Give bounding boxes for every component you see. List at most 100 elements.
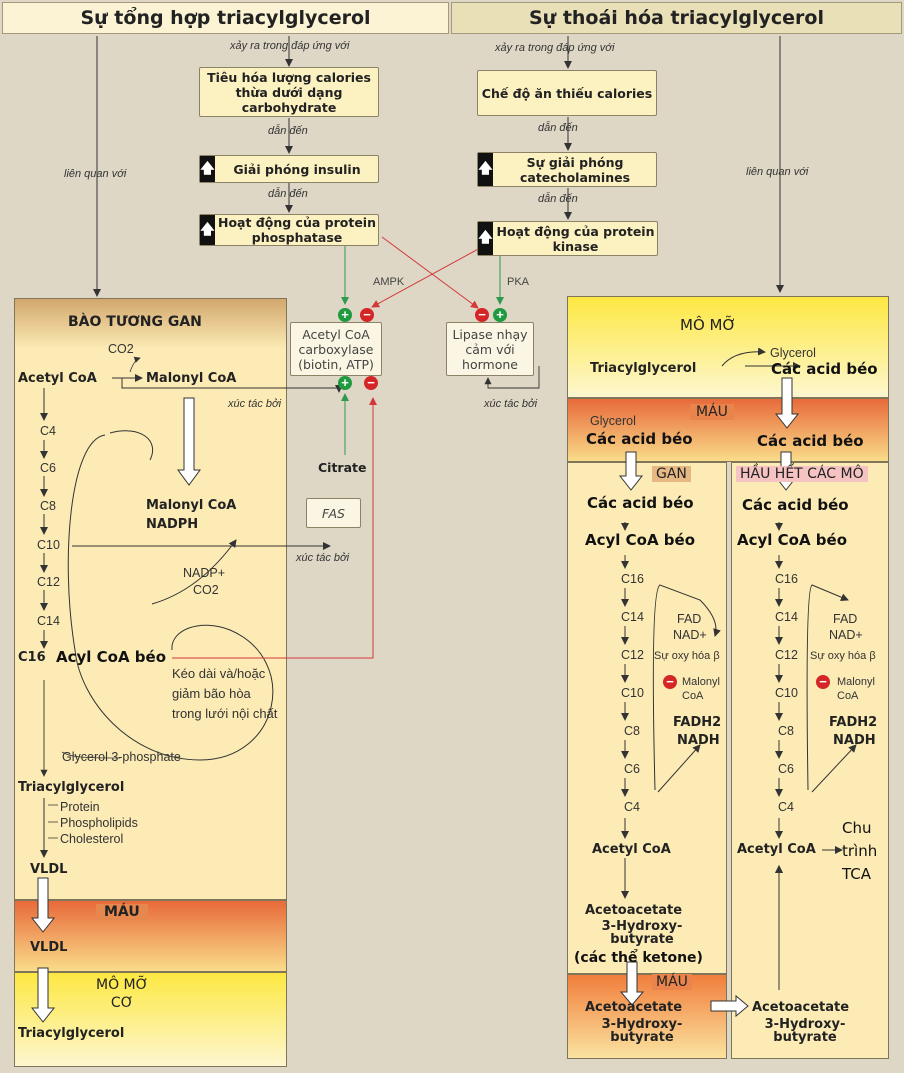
inhibition-icon: − <box>663 675 677 689</box>
tissue-triacylglycerol-label: Triacylglycerol <box>18 1026 125 1041</box>
adipose-title: MÔ MỠ <box>680 316 737 334</box>
degradation-header: Sự thoái hóa triacylglycerol <box>451 2 902 34</box>
nadph-label: NADPH <box>146 517 199 532</box>
left-tissue-title: MÔ MỠ CƠ <box>96 977 149 1011</box>
chain-c10: C10 <box>37 538 60 552</box>
leads-label-3: dẫn đến <box>538 122 578 134</box>
lb-nad: NAD+ <box>673 628 707 642</box>
leads-label-2: dẫn đến <box>268 188 308 200</box>
up-arrow-icon: 🡅 <box>478 222 493 255</box>
c16-label: C16 <box>18 650 46 665</box>
pka-label: PKA <box>507 276 530 288</box>
malonyl-coa-label: Malonyl CoA <box>146 371 237 386</box>
occurs-label-left: xảy ra trong đáp ứng với <box>230 40 350 52</box>
t-c16: C16 <box>775 572 798 586</box>
adipose-triacylglycerol-label: Triacylglycerol <box>590 361 697 376</box>
catalyzed-label-lipase: xúc tác bởi <box>484 398 538 410</box>
lb-c6: C6 <box>624 762 640 776</box>
t-nad: NAD+ <box>829 628 863 642</box>
t-c12: C12 <box>775 648 798 662</box>
t-c14: C14 <box>775 610 798 624</box>
insulin-release-label: Giải phóng insulin <box>233 161 361 177</box>
lb-c8: C8 <box>624 724 640 738</box>
adipose-glycerol-label: Glycerol <box>770 346 816 360</box>
bottom-blood-panel <box>567 974 727 1059</box>
t-hydroxybutyrate: 3-Hydroxy-butyrate <box>764 1017 846 1045</box>
tca-cycle-label: Chu trình TCA <box>842 819 878 883</box>
up-arrow-icon: 🡅 <box>478 153 493 186</box>
liver-beta-fatty-acids: Các acid béo <box>587 494 694 512</box>
catalyzed-label-fas: xúc tác bởi <box>296 552 350 564</box>
adipose-panel <box>567 296 889 398</box>
calorie-deficit-box: Chế độ ăn thiếu calories <box>477 70 657 116</box>
lb-c4: C4 <box>624 800 640 814</box>
bb-hydroxybutyrate: 3-Hydroxy-butyrate <box>601 1017 683 1045</box>
fas-box: FAS <box>306 498 361 528</box>
kinase-label: Hoạt động của protein kinase <box>496 223 655 254</box>
lb-fad: FAD <box>677 612 702 626</box>
occurs-label-right: xảy ra trong đáp ứng với <box>495 42 615 54</box>
t-c8: C8 <box>778 724 794 738</box>
right-blood-title: MÁU <box>690 404 734 420</box>
lb-fadh2: FADH2 <box>673 715 722 730</box>
tissues-fatty-acids: Các acid béo <box>742 496 849 514</box>
lb-c16: C16 <box>621 572 644 586</box>
activation-icon: + <box>493 308 507 322</box>
liver-acyl-coa-label: Acyl CoA béo <box>56 648 167 666</box>
blood-fatty-acids-right: Các acid béo <box>757 432 864 450</box>
related-label-left: liên quan với <box>64 168 127 180</box>
co2-released-label: CO2 <box>193 583 219 597</box>
liver-triacylglycerol-label: Triacylglycerol <box>18 780 125 795</box>
lb-c14: C14 <box>621 610 644 624</box>
bottom-blood-title: MÁU <box>652 974 692 990</box>
left-blood-panel <box>14 900 287 972</box>
bb-acetoacetate: Acetoacetate <box>585 1000 683 1015</box>
lb-acetoacetate: Acetoacetate <box>585 903 683 918</box>
inhibition-icon: − <box>475 308 489 322</box>
insulin-release-box: 🡅 Giải phóng insulin <box>199 155 379 183</box>
component-phospholipids: Phospholipids <box>60 816 138 830</box>
t-c10: C10 <box>775 686 798 700</box>
lb-beta: Sự oxy hóa β <box>654 650 720 662</box>
tissues-acyl-coa: Acyl CoA béo <box>737 531 848 549</box>
chain-c4: C4 <box>40 424 56 438</box>
kinase-box: 🡅 Hoạt động của protein kinase <box>477 221 658 256</box>
elongation-note: Kéo dài và/hoặc giảm bão hòa trong lưới … <box>172 666 278 721</box>
acc-box: Acetyl CoA carboxylase (biotin, ATP) <box>290 322 382 376</box>
left-tissue-panel <box>14 972 287 1067</box>
catecholamine-release-box: 🡅 Sự giải phóng catecholamines <box>477 152 657 187</box>
t-fad: FAD <box>833 612 858 626</box>
related-label-right: liên quan với <box>746 166 809 178</box>
t-c4: C4 <box>778 800 794 814</box>
co2-text: CO2 <box>108 342 134 356</box>
liver-beta-acyl-coa: Acyl CoA béo <box>585 531 696 549</box>
adipose-fatty-acids-label: Các acid béo <box>771 360 878 378</box>
lb-ketone-note: (các thể ketone) <box>574 950 703 966</box>
lb-malonyl: Malonyl CoA <box>682 676 720 702</box>
lb-acetyl-coa: Acetyl CoA <box>592 842 671 857</box>
blood-vldl-label: VLDL <box>30 940 68 955</box>
liver-cytosol-title: BÀO TƯƠNG GAN <box>68 314 202 330</box>
lipase-box: Lipase nhạy cảm với hormone <box>446 322 534 376</box>
tissues-panel <box>731 462 889 1059</box>
acetyl-coa-label: Acetyl CoA <box>18 371 97 386</box>
catalyzed-label-acc: xúc tác bởi <box>228 398 282 410</box>
liver-vldl-label: VLDL <box>30 862 68 877</box>
blood-glycerol-label: Glycerol <box>590 414 636 428</box>
leads-label-4: dẫn đến <box>538 193 578 205</box>
leads-label-1: dẫn đến <box>268 125 308 137</box>
liver-beta-title: GAN <box>652 466 691 482</box>
inhibition-icon: − <box>364 376 378 390</box>
chain-c6: C6 <box>40 461 56 475</box>
catecholamine-release-label: Sự giải phóng catecholamines <box>519 154 631 185</box>
t-acetoacetate: Acetoacetate <box>752 1000 850 1015</box>
lb-hydroxybutyrate: 3-Hydroxy-butyrate <box>601 919 683 947</box>
excess-calories-box: Tiêu hóa lượng calories thừa dưới dạng c… <box>199 67 379 117</box>
glycerol3p-label: Glycerol 3-phosphate <box>62 750 181 764</box>
t-nadh: NADH <box>833 733 876 748</box>
liver-cytosol-panel <box>14 298 287 900</box>
inhibition-icon: − <box>816 675 830 689</box>
component-cholesterol: Cholesterol <box>60 832 124 846</box>
lb-c10: C10 <box>621 686 644 700</box>
blood-fatty-acids-left: Các acid béo <box>586 430 693 448</box>
